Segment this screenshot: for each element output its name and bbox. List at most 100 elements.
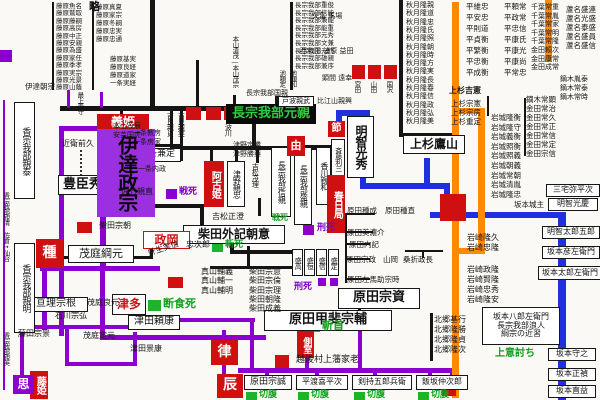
person-label: 宮田 (352, 81, 361, 92)
column-label-akizuki: 秋月隆忠 (406, 17, 434, 26)
person-box: 斉藤利三 (331, 139, 345, 179)
relationship-line-black (290, 2, 293, 60)
column-label-akizuki: 秋月隆長 (406, 75, 434, 84)
person-box: 義姫 (97, 114, 149, 131)
column-label-akizuki: 秋月隆照 (406, 34, 434, 43)
relationship-line-blue (336, 110, 342, 124)
relationship-line-orange (452, 248, 482, 254)
person-label: 原田種直 (385, 206, 415, 215)
person-box: 明智太郎五郎 (542, 226, 600, 239)
column-label-hongo: 北郷基行 (434, 315, 466, 324)
person-label: 刑死 (294, 282, 313, 292)
marriage-node (352, 65, 365, 79)
person-box: 原田甲斐宗輔 (264, 310, 392, 331)
person-box: 坂本太郎左衛門 (538, 266, 600, 280)
relationship-line-black (422, 252, 424, 258)
marriage-node (440, 194, 466, 221)
column-label-akizuki: 秋月隆政 (406, 100, 434, 109)
column-label-taira-b: 平康光 (504, 46, 527, 55)
column-label-hongo: 北郷隆勝 (434, 325, 466, 334)
column-label-chosokabe: 長宗我部能重 (295, 23, 334, 32)
column-label-fujiwara-b: 藤原忠実 (96, 27, 122, 35)
relationship-line-black (258, 198, 261, 216)
relationship-line-blue (360, 175, 366, 189)
person-box: 香宗我部親明 (14, 243, 35, 333)
person-label: 忠次郎 (186, 240, 210, 249)
person-label: 吉松正澄 (212, 212, 244, 221)
person-box: 藤姫 (30, 371, 48, 399)
person-label: 原田種成 (347, 206, 377, 215)
column-label-kaburagi: 鏑木胤泰 (560, 75, 588, 83)
person-box: 春日局 (327, 175, 345, 233)
person-label: 香宗我部親清 佐倉→仙台 (1, 192, 10, 261)
relationship-line-black (345, 213, 347, 283)
column-label-taira-b: 平忠信 (504, 24, 527, 33)
column-label-hongo: 北郷隆貞 (434, 335, 466, 344)
column-label-kaneda-2: 金田常定 (526, 140, 556, 149)
person-label: 切腹 (367, 390, 386, 400)
relationship-line-black (345, 213, 375, 215)
relationship-line-purple (238, 368, 456, 373)
relationship-line-black (60, 106, 235, 111)
relationship-line-purple (100, 216, 106, 270)
relationship-line-black (345, 278, 370, 280)
column-label-fujiwara-a: 藤原光景 (56, 76, 82, 84)
column-label-iwasaki-2: 岩崎忠秀 (467, 285, 499, 294)
column-label-fujiwara-c: 一条実経 (110, 79, 136, 87)
column-label-iwasaki-2: 岩崎政隆 (467, 265, 499, 274)
relationship-line-purple (59, 126, 64, 336)
person-label: 長宗我部国親 (246, 89, 288, 97)
person-label: 一条内政 (138, 165, 166, 173)
person-label: 切腹 (259, 390, 278, 400)
column-label-taira-a: 平貞衡 (466, 35, 489, 44)
status-square (0, 50, 12, 62)
person-label: 茂庭良元 (87, 298, 119, 307)
column-label-fujiwara-b: 藤原家宗 (96, 11, 122, 19)
column-label-ashina: 蘆名光盛 (566, 14, 596, 23)
column-label-taira-b: 平政常 (504, 13, 527, 22)
person-label: 国沢 (384, 81, 393, 92)
relationship-line-purple (305, 356, 309, 370)
person-box: 平渡喜平次 (296, 375, 348, 390)
relationship-line-black (172, 146, 337, 150)
column-label-iwaki: 岩城照義 (491, 151, 521, 161)
relationship-line-purple (175, 318, 255, 322)
person-box: 津多 (112, 294, 146, 315)
column-label-akizuki: 秋月隆春 (406, 84, 434, 92)
person-box: 阿古姫 (204, 161, 224, 207)
person-box: 原田宗誠 (244, 375, 292, 390)
column-label-kaneda-2: 金田常信 (526, 131, 556, 140)
person-label: 原田美濃介 (347, 228, 385, 237)
relationship-line-black (210, 266, 302, 269)
column-label-iwaki: 岩城隆衡 (491, 113, 521, 122)
relationship-line-purple (250, 318, 254, 372)
person-box: 盛信 (316, 249, 327, 276)
person-label: 津田景康 (130, 344, 162, 353)
column-label-mayama: 真山輔一 (201, 276, 233, 286)
person-box: 節 (328, 121, 345, 137)
relationship-line-black (524, 98, 526, 156)
person-box: 上杉鷹山 (403, 135, 465, 154)
marriage-node (186, 107, 201, 120)
person-box: 側室 (297, 331, 314, 358)
column-label-fujiwara-a: 藤原藤嗣 (56, 16, 82, 25)
person-label: 久富 馬場 (312, 12, 343, 20)
relationship-line-black (170, 111, 173, 161)
relationship-line-purple (20, 325, 24, 387)
person-label: 佐竹親直 (121, 187, 153, 196)
column-label-shibata: 柴田宗意 (249, 267, 281, 276)
relationship-line-black (345, 243, 370, 245)
column-label-akizuki: 秋月隆実 (406, 67, 434, 76)
column-label-iwaki: 岩城朝義 (491, 161, 521, 170)
relationship-line-blue (336, 110, 370, 116)
column-label-taira-a: 平成衡 (466, 68, 489, 77)
person-label: 茂庭定元 (83, 331, 115, 340)
column-label-kaneda-2: 鏑木常顕 (526, 95, 556, 104)
relationship-line-orange (478, 108, 485, 254)
person-box: 辰 (217, 374, 243, 398)
person-label: 吉良親貞 (166, 112, 175, 136)
person-label: 一条房家 (133, 138, 161, 146)
person-box: 茂庭綱元 (68, 245, 134, 263)
relationship-line-blue (558, 212, 566, 400)
person-box: 由 (287, 136, 305, 156)
